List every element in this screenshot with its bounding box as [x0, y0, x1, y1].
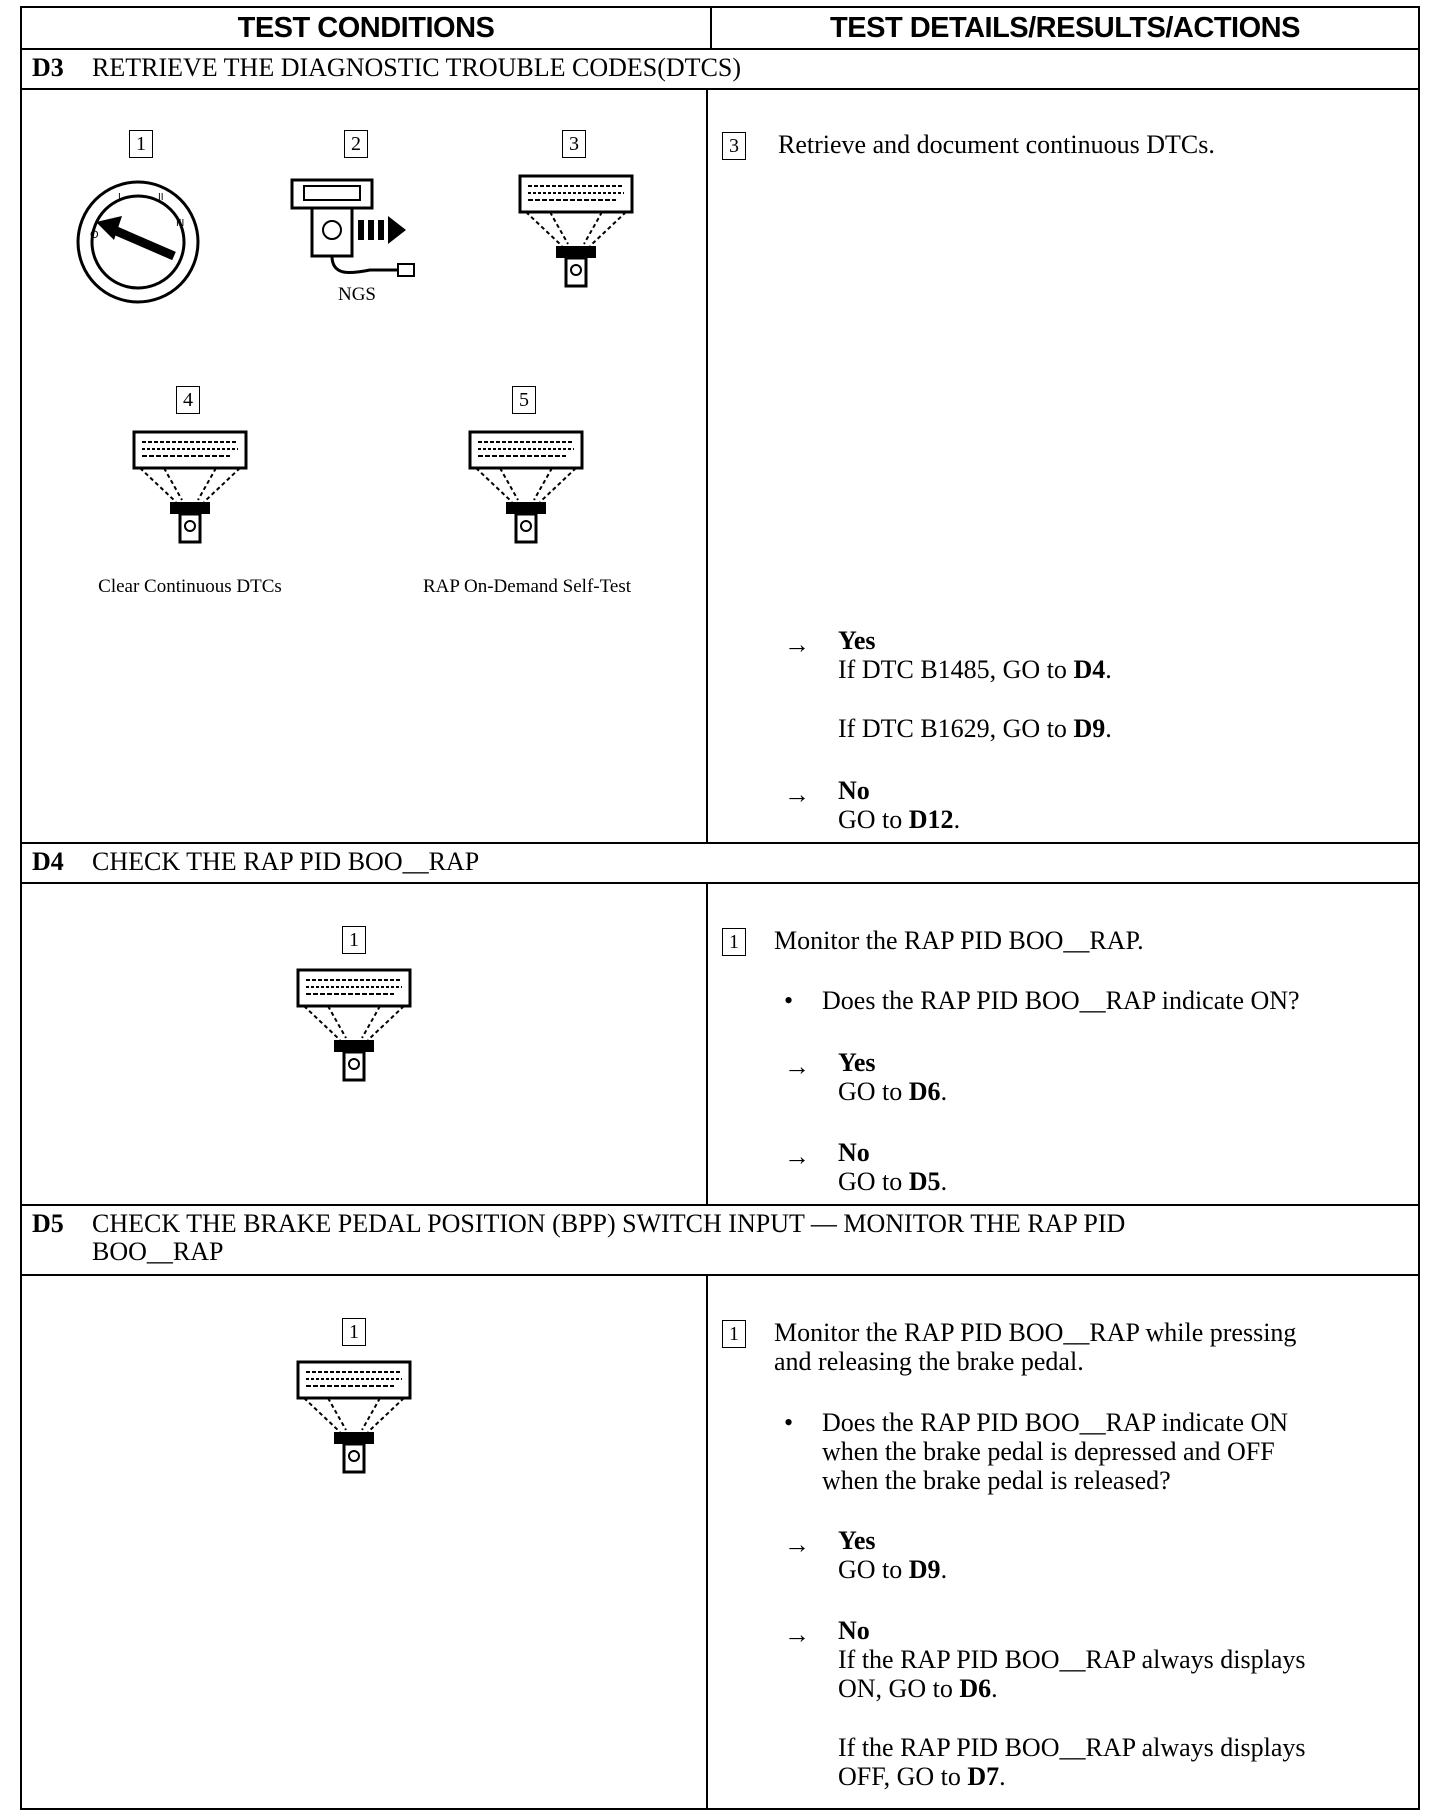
yes-action-1: If DTC B1485, GO to D4. — [838, 655, 1112, 684]
ignition-switch-icon: O I II III — [76, 180, 200, 304]
step-id: D3 — [32, 53, 64, 82]
no-label: No — [838, 1138, 870, 1167]
d4-conditions-cell: 1 — [20, 882, 708, 1206]
test-details-header: TEST DETAILS/RESULTS/ACTIONS — [710, 6, 1420, 50]
scan-tool-icon — [468, 430, 584, 544]
svg-text:III: III — [176, 218, 184, 229]
question-text: Does the RAP PID BOO__RAP indicate ON wh… — [822, 1408, 1289, 1495]
step-title: RETRIEVE THE DIAGNOSTIC TROUBLE CODES(DT… — [92, 53, 742, 82]
result-yes: Yes GO to D9. — [838, 1526, 947, 1584]
d3-details-cell: 3 Retrieve and document continuous DTCs.… — [706, 88, 1420, 844]
scan-tool-icon — [296, 968, 412, 1082]
scan-tool-icon — [296, 1360, 412, 1474]
svg-text:O: O — [90, 229, 99, 241]
yes-label: Yes — [838, 1526, 876, 1555]
result-no: No GO to D5. — [838, 1138, 947, 1196]
step-title: CHECK THE RAP PID BOO__RAP — [92, 847, 480, 876]
bullet-icon: • — [784, 1408, 794, 1437]
instruction-number: 1 — [722, 928, 746, 956]
arrow-icon: → — [784, 780, 810, 809]
figure-number: 5 — [512, 386, 536, 414]
result-no: No GO to D12. — [838, 776, 960, 834]
figure-caption: Clear Continuous DTCs — [98, 576, 282, 597]
no-action-1: If the RAP PID BOO__RAP always displays … — [838, 1645, 1306, 1703]
arrow-icon: → — [784, 630, 810, 659]
arrow-icon: → — [784, 1052, 810, 1081]
no-action: GO to D5. — [838, 1167, 948, 1196]
instruction-text: Monitor the RAP PID BOO__RAP. — [774, 926, 1144, 955]
no-label: No — [838, 776, 870, 805]
figure-number: 1 — [129, 130, 153, 158]
result-yes: Yes If DTC B1485, GO to D4. If DTC B1629… — [838, 626, 1112, 743]
yes-action: GO to D9. — [838, 1555, 948, 1584]
scan-tool-connect-icon — [290, 178, 415, 277]
yes-action-2: If DTC B1629, GO to D9. — [838, 714, 1112, 743]
figure-number: 4 — [176, 386, 200, 414]
figure-number: 1 — [342, 926, 366, 954]
instruction-number: 1 — [722, 1320, 746, 1348]
result-no: No If the RAP PID BOO__RAP always displa… — [838, 1616, 1306, 1791]
scan-tool-icon — [132, 430, 248, 544]
instruction-text: Monitor the RAP PID BOO__RAP while press… — [774, 1318, 1297, 1376]
figure-number: 1 — [342, 1318, 366, 1346]
yes-label: Yes — [838, 626, 876, 655]
d5-details-cell: 1 Monitor the RAP PID BOO__RAP while pre… — [706, 1274, 1420, 1810]
scan-tool-icon — [518, 174, 634, 288]
no-action: GO to D12. — [838, 805, 961, 834]
step-header-d3: D3 RETRIEVE THE DIAGNOSTIC TROUBLE CODES… — [20, 48, 1420, 90]
test-conditions-header: TEST CONDITIONS — [20, 6, 712, 50]
arrow-icon: → — [784, 1142, 810, 1171]
diagnostic-table: TEST CONDITIONS TEST DETAILS/RESULTS/ACT… — [20, 2, 1420, 1810]
arrow-icon: → — [784, 1620, 810, 1649]
svg-text:I: I — [118, 192, 121, 203]
figure-caption: NGS — [337, 284, 376, 305]
yes-label: Yes — [838, 1048, 876, 1077]
question-text: Does the RAP PID BOO__RAP indicate ON? — [822, 986, 1300, 1015]
step-header-d4: D4 CHECK THE RAP PID BOO__RAP — [20, 842, 1420, 884]
figure-number: 2 — [344, 130, 368, 158]
svg-text:II: II — [158, 192, 164, 203]
instruction-text: Retrieve and document continuous DTCs. — [778, 130, 1215, 159]
arrow-icon: → — [784, 1530, 810, 1559]
d3-conditions-cell: 1 O I II III 2 NGS 3 — [20, 88, 708, 844]
step-title: CHECK THE BRAKE PEDAL POSITION (BPP) SWI… — [92, 1209, 1126, 1266]
step-id: D5 — [32, 1209, 64, 1238]
instruction-number: 3 — [722, 132, 746, 160]
figure-number: 3 — [562, 130, 586, 158]
no-action-2: If the RAP PID BOO__RAP always displays … — [838, 1733, 1306, 1791]
result-yes: Yes GO to D6. — [838, 1048, 947, 1106]
bullet-icon: • — [784, 986, 794, 1015]
figure-caption: RAP On-Demand Self-Test — [423, 576, 631, 597]
d5-conditions-cell: 1 — [20, 1274, 708, 1810]
yes-action: GO to D6. — [838, 1077, 948, 1106]
step-id: D4 — [32, 847, 64, 876]
no-label: No — [838, 1616, 870, 1645]
d4-details-cell: 1 Monitor the RAP PID BOO__RAP. • Does t… — [706, 882, 1420, 1206]
step-header-d5: D5 CHECK THE BRAKE PEDAL POSITION (BPP) … — [20, 1204, 1420, 1276]
